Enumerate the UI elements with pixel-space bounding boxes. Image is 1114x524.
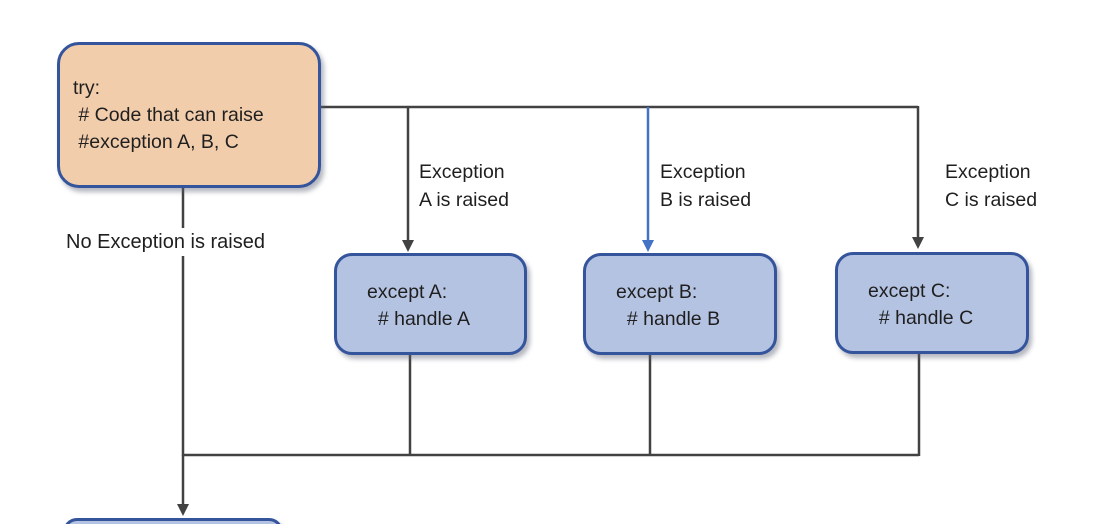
except-a-node: except A: # handle A (334, 253, 527, 355)
except-c-line: # handle C (868, 307, 974, 329)
except-a-line: # handle A (367, 308, 471, 330)
edge-label-exception-b-line: B is raised (660, 189, 752, 211)
try-block-node: try: # Code that can raise #exception A,… (57, 42, 321, 188)
try-block-line: try: (73, 76, 101, 99)
arrowhead-end (177, 504, 189, 516)
edge-label-exception-a-line: Exception (419, 161, 505, 183)
arrowhead-branch-b (642, 240, 654, 252)
edge-label-exception-c: Exception C is raised (945, 158, 1037, 214)
arrowhead-branch-c (912, 237, 924, 249)
try-block-line: #exception A, B, C (73, 130, 239, 153)
except-b-line: except B: (616, 281, 698, 303)
edge-label-exception-b: Exception B is raised (660, 158, 751, 214)
except-c-node: except C: # handle C (835, 252, 1029, 354)
arrowhead-branch-a (402, 240, 414, 252)
except-b-line: # handle B (616, 308, 721, 330)
edge-label-exception-a: Exception A is raised (419, 158, 509, 214)
except-b-node: except B: # handle B (583, 253, 777, 355)
edge-label-exception-a-line: A is raised (419, 189, 509, 211)
try-block-line: # Code that can raise (73, 103, 264, 126)
edge-label-exception-b-line: Exception (660, 161, 746, 183)
edge-label-exception-c-line: C is raised (945, 189, 1038, 211)
except-c-line: except C: (868, 280, 951, 302)
end-block-node (63, 518, 283, 524)
except-a-line: except A: (367, 281, 448, 303)
edge-label-exception-c-line: Exception (945, 161, 1031, 183)
edge-label-no-exception: No Exception is raised (62, 228, 269, 256)
